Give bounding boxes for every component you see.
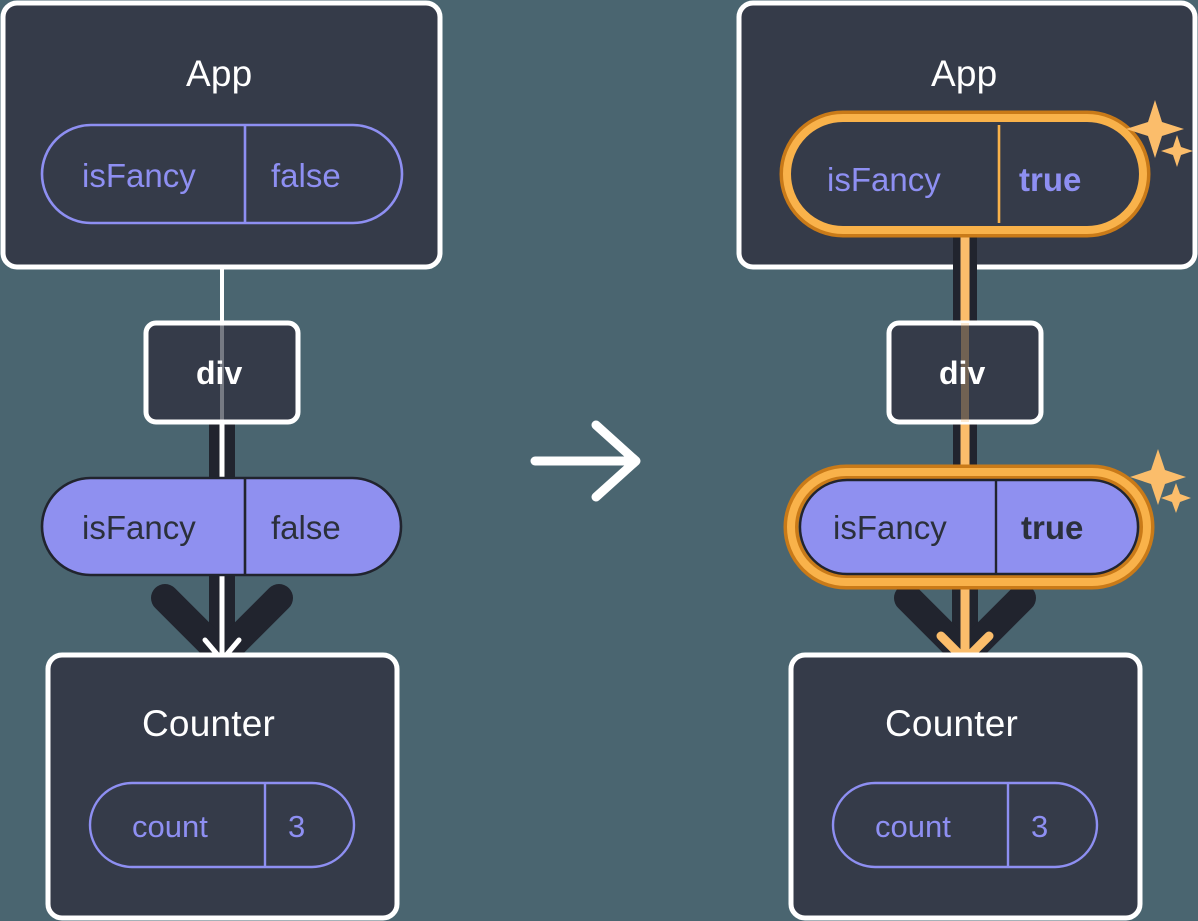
sparkle-icon-app-large <box>1126 100 1184 158</box>
transition-arrow-icon <box>530 420 641 502</box>
app-card-left <box>0 0 443 270</box>
sparkle-icon-app-small <box>1161 135 1193 167</box>
sparkle-icon-prop-large <box>1130 449 1186 505</box>
counter-state-pill-right[interactable] <box>831 781 1099 869</box>
counter-card-right <box>788 652 1143 921</box>
sparkle-icon-prop-small <box>1161 483 1191 513</box>
counter-state-pill-left[interactable] <box>88 781 356 869</box>
app-state-pill-right[interactable] <box>779 110 1151 238</box>
counter-card-left <box>45 652 400 921</box>
prop-pill-left[interactable] <box>40 476 403 577</box>
panel-after <box>736 0 1198 921</box>
div-card-left <box>143 320 301 425</box>
prop-pill-right[interactable] <box>783 464 1155 590</box>
panel-before <box>0 0 443 921</box>
div-card-right <box>886 320 1044 425</box>
app-state-pill-left[interactable] <box>40 123 404 225</box>
